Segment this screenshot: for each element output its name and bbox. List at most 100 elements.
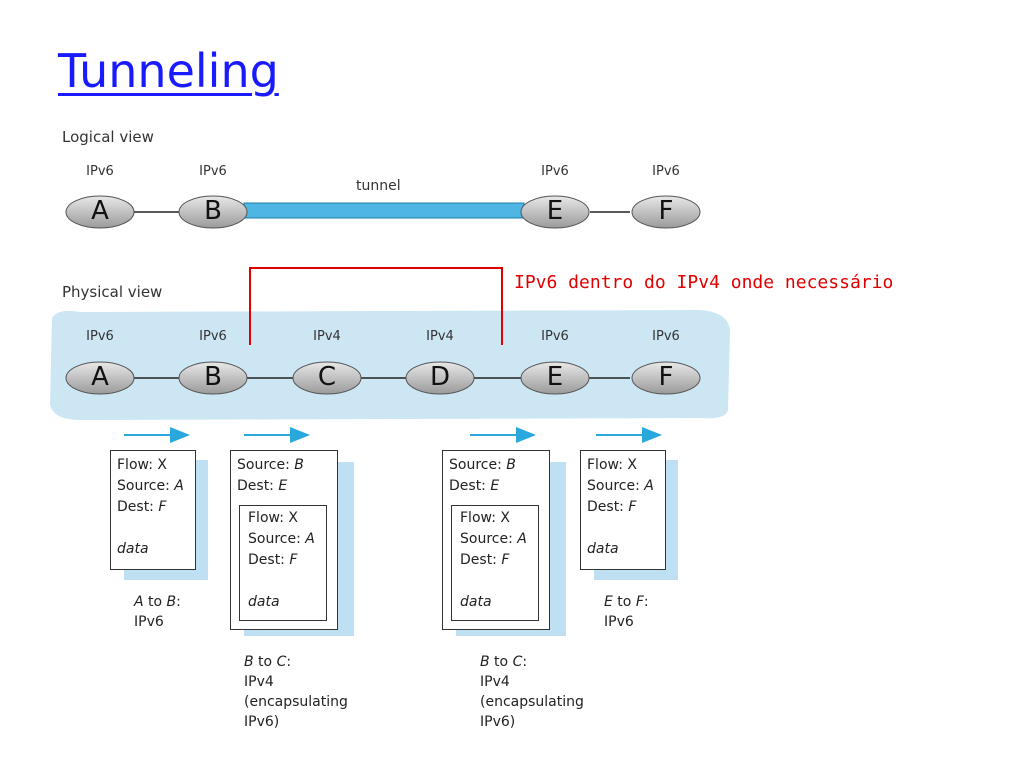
packet-1-caption-proto: IPv6: [134, 614, 164, 630]
packet-3-inner-flow: Flow: X: [460, 510, 510, 526]
packet-4-flow: Flow: X: [587, 457, 637, 473]
packet-2-caption-from: B: [244, 654, 254, 670]
packet-2-inner: Flow: X Source: A Dest: F data: [239, 505, 327, 621]
logical-proto-e: IPv6: [541, 164, 569, 179]
packet-2-caption: B to C: IPv4 (encapsulating IPv6): [244, 652, 348, 732]
packet-2-inner-source-key: Source:: [248, 531, 306, 547]
packet-2-caption-encap: (encapsulating: [244, 694, 348, 710]
annotation-bracket: [249, 267, 503, 345]
packet-1-caption-dest: B: [166, 594, 177, 610]
logical-proto-b: IPv6: [199, 164, 227, 179]
packet-2-inner-dest-key: Dest:: [248, 552, 290, 568]
logical-tunnel: [243, 202, 525, 219]
packet-4-data: data: [587, 541, 619, 557]
packet-3-inner: Flow: X Source: A Dest: F data: [451, 505, 539, 621]
packet-1-data: data: [117, 541, 149, 557]
packet-1-dest-value: F: [158, 499, 167, 515]
packet-3-caption-encap: (encapsulating: [480, 694, 584, 710]
packet-3-caption-dest: C: [512, 654, 523, 670]
packet-3-inner-source-key: Source:: [460, 531, 518, 547]
packet-1-flow: Flow: X: [117, 457, 167, 473]
packet-2-inner-dest-value: F: [289, 552, 298, 568]
packet-2-dest-value: E: [278, 478, 288, 494]
packet-4-caption: E to F: IPv6: [604, 592, 649, 632]
physical-proto-b: IPv6: [199, 329, 227, 344]
packet-4-dest-value: F: [628, 499, 637, 515]
physical-router-d: [405, 361, 475, 395]
packet-3-inner-dest-key: Dest:: [460, 552, 502, 568]
packet-3-source-value: B: [506, 457, 516, 473]
packet-3-dest-key: Dest:: [449, 478, 491, 494]
logical-router-a: [65, 195, 135, 229]
packet-2-caption-to: to: [253, 654, 277, 670]
packet-3-caption-colon: :: [522, 654, 528, 670]
packet-2-caption-proto: IPv4: [244, 674, 274, 690]
annotation-text: IPv6 dentro do IPv4 onde necessário: [514, 272, 894, 293]
packet-2-source-value: B: [294, 457, 304, 473]
logical-proto-f: IPv6: [652, 164, 680, 179]
physical-proto-d: IPv4: [426, 329, 454, 344]
tunnel-label: tunnel: [356, 178, 401, 194]
logical-router-b-letter: B: [204, 196, 222, 226]
packet-3-source-key: Source:: [449, 457, 507, 473]
packet-4-source-value: A: [644, 478, 654, 494]
physical-router-c: [292, 361, 362, 395]
logical-router-e-letter: E: [546, 196, 564, 226]
physical-proto-f: IPv6: [652, 329, 680, 344]
packet-3-dest-value: E: [490, 478, 500, 494]
logical-view-label: Logical view: [62, 128, 154, 146]
packet-3-caption: B to C: IPv4 (encapsulating IPv6): [480, 652, 584, 732]
packet-3-caption-to: to: [489, 654, 513, 670]
physical-router-c-letter: C: [317, 362, 337, 392]
packet-2-source-key: Source:: [237, 457, 295, 473]
physical-view-background: [50, 310, 730, 420]
packet-4-source-key: Source:: [587, 478, 645, 494]
packet-1-caption-colon: :: [176, 594, 181, 610]
packet-3-caption-proto: IPv4: [480, 674, 510, 690]
packet-4-caption-proto: IPv6: [604, 614, 634, 630]
packet-4-caption-dest: F: [635, 594, 644, 610]
physical-proto-a: IPv6: [86, 329, 114, 344]
packet-1-dest-key: Dest:: [117, 499, 159, 515]
physical-router-d-letter: D: [429, 362, 451, 392]
physical-router-e-letter: E: [546, 362, 564, 392]
physical-router-e: [520, 361, 590, 395]
packet-1-source-key: Source:: [117, 478, 175, 494]
page-title: Tunneling: [58, 44, 279, 98]
packet-3-inner-dest-value: F: [501, 552, 510, 568]
physical-router-f-letter: F: [658, 362, 674, 392]
packet-2-caption-colon: :: [286, 654, 292, 670]
packet-2-inner-source-value: A: [305, 531, 315, 547]
packet-1-caption-from: A: [134, 594, 144, 610]
packet-4: Flow: X Source: A Dest: F data: [580, 450, 666, 570]
packet-3: Source: B Dest: E Flow: X Source: A Dest…: [442, 450, 550, 630]
logical-proto-a: IPv6: [86, 164, 114, 179]
packet-2-caption-dest: C: [276, 654, 287, 670]
packet-1-source-value: A: [174, 478, 184, 494]
packet-2-caption-inner-proto: IPv6): [244, 714, 280, 730]
logical-router-f: [631, 195, 701, 229]
physical-view-label: Physical view: [62, 283, 163, 301]
packet-4-caption-from: E: [604, 594, 613, 610]
physical-router-b: [178, 361, 248, 395]
packet-4-caption-colon: :: [643, 594, 649, 610]
packet-3-data: data: [460, 594, 492, 610]
physical-proto-e: IPv6: [541, 329, 569, 344]
packet-2: Source: B Dest: E Flow: X Source: A Dest…: [230, 450, 338, 630]
packet-1: Flow: X Source: A Dest: F data: [110, 450, 196, 570]
physical-router-b-letter: B: [204, 362, 222, 392]
physical-router-a-letter: A: [91, 362, 109, 392]
packet-2-dest-key: Dest:: [237, 478, 279, 494]
packet-3-caption-from: B: [480, 654, 490, 670]
logical-router-a-letter: A: [91, 196, 109, 226]
packet-3-caption-inner-proto: IPv6): [480, 714, 516, 730]
packet-3-inner-source-value: A: [517, 531, 527, 547]
physical-router-f: [631, 361, 701, 395]
logical-router-e: [520, 195, 590, 229]
packet-1-caption-to: to: [143, 594, 167, 610]
packet-2-inner-flow: Flow: X: [248, 510, 298, 526]
packet-1-caption: A to B: IPv6: [134, 592, 181, 632]
packet-4-dest-key: Dest:: [587, 499, 629, 515]
physical-proto-c: IPv4: [313, 329, 341, 344]
